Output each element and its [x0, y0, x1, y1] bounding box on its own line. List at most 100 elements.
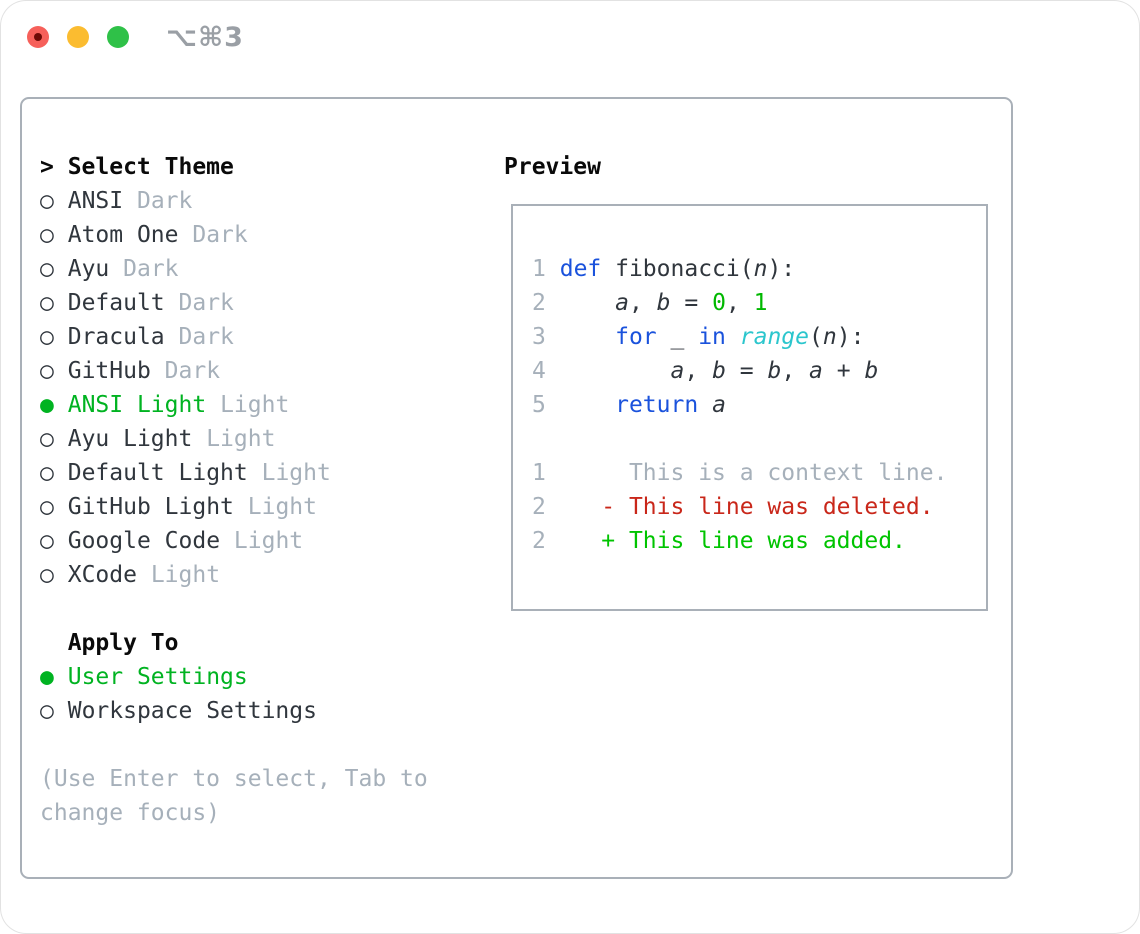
close-button[interactable]: [27, 26, 49, 48]
theme-option[interactable]: ● ANSI Light Light: [40, 388, 428, 422]
theme-option[interactable]: ○ Default Light Light: [40, 456, 428, 490]
theme-option-label: GitHub Light: [67, 494, 234, 520]
theme-option[interactable]: ○ Dracula Dark: [40, 320, 428, 354]
code-token: def: [559, 256, 602, 282]
close-dot-icon: [34, 33, 42, 41]
code-token: ,: [684, 358, 713, 384]
theme-list: > Select Theme○ ANSI Dark○ Atom One Dark…: [40, 150, 428, 830]
code-token: ,: [628, 290, 657, 316]
theme-option[interactable]: ○ Default Dark: [40, 286, 428, 320]
code-token: [560, 392, 615, 418]
radio-icon: ○: [40, 494, 54, 520]
code-token: _: [656, 324, 699, 350]
theme-option-label: Default: [67, 290, 165, 316]
code-token: b: [767, 358, 782, 384]
code-blank-line: [532, 422, 947, 456]
hint-text: (Use Enter to select, Tab to: [40, 762, 428, 796]
code-token: ,: [781, 358, 810, 384]
theme-option[interactable]: ○ ANSI Dark: [40, 184, 428, 218]
apply-to-option-label: Workspace Settings: [67, 698, 317, 724]
code-token: ,: [725, 290, 754, 316]
theme-variant-label: Light: [247, 494, 317, 520]
code-line: 2 - This line was deleted.: [532, 490, 947, 524]
code-line: 1 This is a context line.: [532, 456, 947, 490]
theme-variant-label: Dark: [178, 324, 234, 350]
code-token: fibonacci(: [601, 256, 754, 282]
code-token: b: [712, 358, 726, 384]
apply-to-header: Apply To: [40, 626, 428, 660]
hint-text: change focus): [40, 796, 428, 830]
zoom-button[interactable]: [107, 26, 129, 48]
theme-option-label: Dracula: [67, 324, 165, 350]
theme-variant-label: Dark: [192, 222, 248, 248]
theme-option[interactable]: ○ GitHub Light Light: [40, 490, 428, 524]
line-number: 2: [532, 528, 546, 554]
theme-option[interactable]: ○ XCode Light: [40, 558, 428, 592]
code-token: b: [656, 290, 671, 316]
code-token: (: [809, 324, 823, 350]
theme-option-label: ANSI Light: [67, 392, 207, 418]
theme-option-label: XCode: [67, 562, 137, 588]
code-token: =: [725, 358, 768, 384]
code-token: ):: [836, 324, 865, 350]
select-theme-header-label: > Select Theme: [40, 154, 234, 180]
line-number: 4: [532, 358, 546, 384]
apply-to-option[interactable]: ○ Workspace Settings: [40, 694, 428, 728]
code-token: [560, 358, 671, 384]
code-line: 3 for _ in range(n):: [532, 320, 947, 354]
line-number: 1: [532, 460, 546, 486]
theme-variant-label: Dark: [136, 188, 193, 214]
theme-option[interactable]: ○ Atom One Dark: [40, 218, 428, 252]
radio-icon: ○: [40, 528, 54, 554]
minimize-button[interactable]: [67, 26, 89, 48]
spacer-row: [40, 728, 428, 762]
theme-option-label: Google Code: [67, 528, 221, 554]
theme-variant-label: Light: [233, 528, 304, 554]
code-token: in: [698, 324, 726, 350]
radio-icon: ○: [40, 222, 54, 248]
code-token: range: [739, 324, 810, 350]
radio-icon: ○: [40, 188, 54, 214]
spacer-row: [40, 592, 428, 626]
code-token: b: [864, 358, 879, 384]
code-line: 2 a, b = 0, 1: [532, 286, 947, 320]
theme-variant-label: Dark: [123, 256, 179, 282]
code-token: a: [712, 392, 726, 418]
line-number: 3: [532, 324, 546, 350]
code-token: ):: [767, 256, 796, 282]
theme-variant-label: Light: [150, 562, 221, 588]
code-token: for: [615, 324, 657, 350]
radio-icon: ○: [40, 460, 54, 486]
theme-option[interactable]: ○ GitHub Dark: [40, 354, 428, 388]
radio-icon: ○: [40, 256, 54, 282]
theme-option[interactable]: ○ Google Code Light: [40, 524, 428, 558]
theme-option-label: Atom One: [67, 222, 179, 248]
theme-option-label: Default Light: [67, 460, 248, 486]
code-token: [726, 324, 740, 350]
theme-option-label: Ayu Light: [67, 426, 193, 452]
code-token: =: [670, 290, 713, 316]
apply-to-option[interactable]: ● User Settings: [40, 660, 428, 694]
theme-option[interactable]: ○ Ayu Light Light: [40, 422, 428, 456]
theme-variant-label: Light: [206, 426, 276, 452]
line-number: 2: [532, 290, 546, 316]
theme-option-label: GitHub: [67, 358, 151, 384]
code-token: [560, 324, 615, 350]
line-number: 2: [532, 494, 546, 520]
apply-to-header-label: Apply To: [40, 630, 179, 656]
theme-variant-label: Light: [261, 460, 331, 486]
select-theme-header: > Select Theme: [40, 150, 428, 184]
theme-option-label: Ayu: [67, 256, 110, 282]
radio-icon: ○: [40, 358, 54, 384]
code-token: +: [822, 358, 865, 384]
radio-icon: ○: [40, 562, 54, 588]
code-token: n: [753, 256, 768, 282]
code-token: 0: [712, 290, 726, 316]
theme-option-label: ANSI: [67, 188, 124, 214]
radio-icon: ○: [40, 698, 54, 724]
code-token: n: [822, 324, 837, 350]
theme-variant-label: Light: [220, 392, 290, 418]
radio-icon: ○: [40, 324, 54, 350]
theme-option[interactable]: ○ Ayu Dark: [40, 252, 428, 286]
